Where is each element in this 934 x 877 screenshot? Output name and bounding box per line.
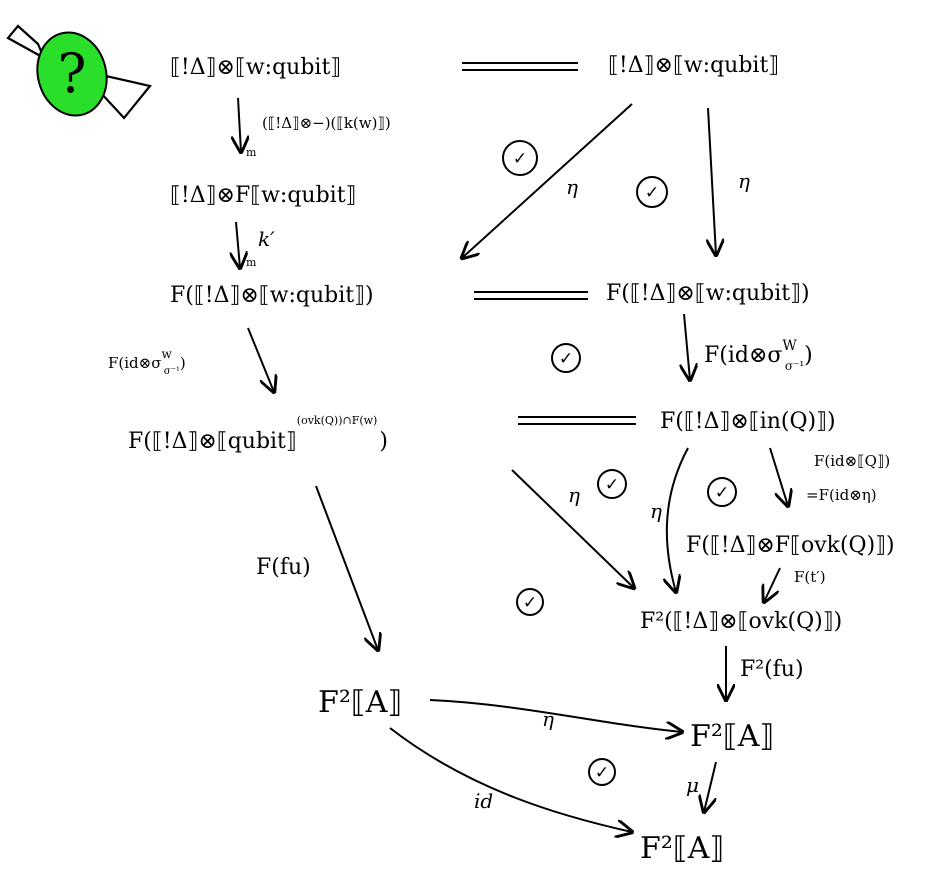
check-circle-3: ✓: [552, 344, 580, 372]
label-eta-diagonal: η: [566, 175, 578, 199]
label-tensor-arrow: (⟦!Δ⟧⊗−)(⟦k(w)⟧): [262, 114, 391, 132]
check-circle-4: ✓: [598, 470, 626, 498]
arrow-f-fu: [316, 486, 378, 650]
label-eta-curved: η: [650, 499, 662, 523]
arrow-eta-diagonal: [462, 104, 632, 258]
node-f2A-left: F²⟦A⟧: [318, 685, 402, 720]
svg-text:✓: ✓: [513, 149, 527, 169]
svg-text:✓: ✓: [645, 183, 659, 203]
node-top-right: ⟦!Δ⟧⊗⟦w:qubit⟧: [608, 53, 779, 78]
label-f2-fu: F²(fu): [740, 657, 804, 682]
check-circle-6: ✓: [517, 589, 543, 615]
label-mu: μ: [686, 773, 699, 797]
equality-lower: [518, 417, 636, 424]
label-f-id-q-line2: =F(id⊗η): [806, 486, 877, 504]
equality-top: [462, 63, 578, 70]
node-third-right: F(⟦!Δ⟧⊗⟦w:qubit⟧): [606, 281, 810, 306]
arrow-eta-bottom: [430, 700, 682, 732]
node-third-left: F(⟦!Δ⟧⊗⟦w:qubit⟧): [170, 283, 374, 308]
node-second-left: ⟦!Δ⟧⊗F⟦w:qubit⟧: [170, 183, 356, 208]
node-fourth-right: F(⟦!Δ⟧⊗⟦in(Q)⟧): [660, 409, 836, 434]
node-sixth-right: F²(⟦!Δ⟧⊗⟦ovk(Q)⟧): [640, 609, 842, 634]
check-circle-2: ✓: [637, 177, 667, 207]
svg-text:✓: ✓: [595, 763, 609, 783]
arrow-top-left-down: [238, 98, 241, 152]
equality-middle: [474, 292, 588, 299]
label-eta-right: η: [738, 169, 750, 193]
check-circle-7: ✓: [589, 759, 615, 785]
candy-question-icon: ?: [8, 25, 150, 124]
node-f2A-bottom: F²⟦A⟧: [640, 831, 724, 866]
svg-text:✓: ✓: [559, 349, 573, 369]
svg-text:✓: ✓: [715, 483, 729, 503]
node-fourth-left: F(⟦!Δ⟧⊗⟦qubit⟧(ovk(Q))∩F(w)): [128, 414, 388, 454]
node-top-left: ⟦!Δ⟧⊗⟦w:qubit⟧: [170, 55, 341, 80]
label-f-t-prime: F(t′): [794, 568, 826, 586]
arrow-k-prime: [236, 222, 240, 268]
arrow-eta-right: [708, 108, 716, 255]
candy-question-mark: ?: [58, 42, 87, 105]
label-f-id-q-line1: F(id⊗⟦Q⟧): [814, 452, 890, 470]
label-k-prime-sub: m: [246, 256, 257, 269]
arrow-mu: [704, 762, 716, 812]
check-circle-5: ✓: [708, 478, 736, 506]
arrow-f-t-prime: [764, 568, 780, 602]
svg-text:✓: ✓: [523, 593, 537, 613]
node-fifth-right: F(⟦!Δ⟧⊗F⟦ovk(Q)⟧): [686, 533, 895, 558]
arrow-f-id-sigma-left: [248, 328, 274, 392]
label-tensor-arrow-sub: m: [246, 146, 257, 159]
check-circle-1: ✓: [503, 141, 537, 175]
arrow-f-id-q: [770, 448, 788, 506]
label-eta-bottom: η: [542, 707, 554, 731]
label-f-fu: F(fu): [256, 555, 311, 580]
arrow-eta-curved: [667, 448, 688, 592]
svg-text:✓: ✓: [605, 475, 619, 495]
label-eta-lower-diagonal: η: [568, 483, 580, 507]
label-k-prime: k′: [258, 227, 275, 251]
node-f2A-right: F²⟦A⟧: [690, 719, 774, 754]
arrow-f-id-sigma-right: [684, 314, 690, 380]
label-id: id: [474, 789, 493, 813]
